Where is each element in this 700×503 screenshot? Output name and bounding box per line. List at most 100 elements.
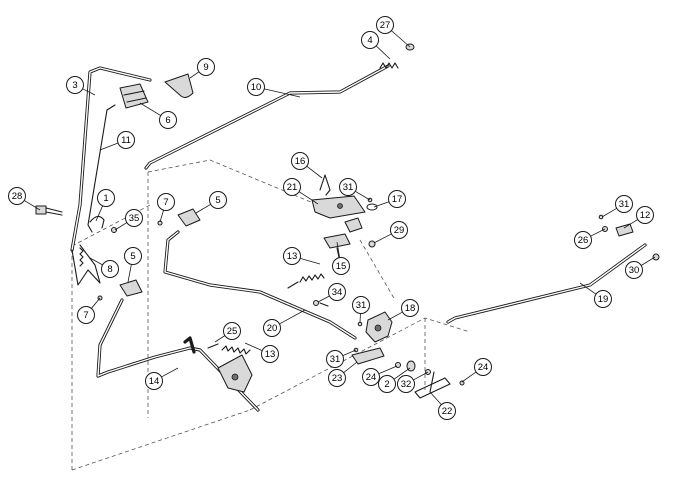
callout-leader: [95, 205, 103, 222]
callout-bubble: [625, 261, 643, 279]
callout-bubble: [332, 257, 350, 275]
callout-c5a: 5: [195, 191, 227, 214]
lever-23: [351, 347, 385, 365]
callout-c10: 10: [247, 78, 301, 98]
callout-c2: 2: [378, 367, 411, 393]
callout-c14: 14: [145, 367, 179, 390]
callout-label: 5: [130, 251, 135, 262]
callout-c21: 21: [283, 178, 319, 205]
callout-leader: [355, 190, 371, 201]
callout-label: 22: [442, 406, 453, 417]
callout-c25: 25: [214, 322, 241, 343]
callout-label: 20: [267, 323, 278, 334]
callout-bubble: [362, 368, 380, 386]
callout-leader: [461, 371, 477, 383]
callout-c17: 17: [373, 190, 406, 208]
callout-bubble: [263, 319, 281, 337]
callout-leader: [342, 349, 357, 357]
wire-11: [87, 104, 116, 233]
callout-bubble: [145, 372, 163, 390]
callout-bubble: [378, 375, 396, 393]
callout-leader: [623, 219, 638, 229]
callout-c24a: 24: [461, 358, 492, 383]
callout-label: 7: [83, 310, 88, 321]
callout-label: 26: [578, 235, 589, 246]
callout-c4: 4: [361, 31, 391, 60]
callout-leader: [601, 207, 617, 218]
callout-bubble: [328, 283, 346, 301]
control-rod-10: [144, 64, 390, 170]
callout-bubble: [66, 76, 84, 94]
callout-label: 31: [356, 300, 367, 311]
callout-leader: [391, 30, 411, 48]
callout-leader: [189, 71, 200, 79]
callout-bubble: [376, 16, 394, 34]
callout-label: 24: [366, 372, 377, 383]
callout-label: 24: [478, 362, 489, 373]
callout-bubble: [594, 290, 612, 308]
callout-leader: [139, 102, 161, 116]
callout-c32: 32: [397, 371, 429, 393]
callout-label: 4: [367, 35, 372, 46]
callout-leader: [264, 88, 301, 98]
knob-9: [164, 73, 194, 98]
callout-leader: [306, 165, 323, 179]
callout-c8: 8: [89, 257, 119, 278]
callout-bubble: [474, 358, 492, 376]
callout-leader: [127, 264, 132, 283]
callout-bubble: [397, 375, 415, 393]
callout-bubble: [124, 247, 142, 265]
bolt-28: [35, 205, 63, 216]
callout-bubble: [390, 221, 408, 239]
spring-clip-16: [319, 174, 331, 196]
callout-bubble: [247, 78, 265, 96]
callout-leader: [99, 142, 119, 151]
callout-c9: 9: [189, 58, 215, 79]
callout-c24b: 24: [362, 365, 398, 386]
callout-leader: [375, 45, 391, 60]
callout-bubble: [388, 190, 406, 208]
callout-bubble: [291, 152, 309, 170]
callout-label: 16: [295, 156, 306, 167]
linkage-rod-20: [163, 230, 357, 340]
nut-30: [652, 253, 660, 261]
callout-c19: 19: [579, 282, 612, 308]
callout-c35: 35: [114, 209, 143, 231]
bracket-6: [119, 83, 149, 109]
callout-label: 28: [12, 191, 23, 202]
callout-label: 9: [203, 62, 208, 73]
callout-label: 34: [332, 287, 343, 298]
callout-leader: [214, 335, 226, 343]
pin-25: [207, 343, 219, 349]
callout-label: 15: [336, 261, 347, 272]
connector-12: [615, 223, 634, 237]
callout-bubble: [8, 187, 26, 205]
callout-bubble: [283, 247, 301, 265]
callout-c5b: 5: [124, 247, 142, 283]
callout-c26: 26: [574, 228, 606, 249]
callout-label: 29: [394, 225, 405, 236]
pin-31-mid: [357, 321, 363, 327]
callout-c3: 3: [66, 76, 96, 96]
callout-bubble: [223, 322, 241, 340]
callout-c15: 15: [332, 241, 350, 275]
callout-leader: [579, 282, 597, 295]
screw-29: [368, 240, 376, 248]
pedal-bracket: [217, 354, 253, 393]
callout-leader: [24, 200, 41, 211]
callout-bubble: [159, 111, 177, 129]
callout-bubble: [157, 193, 175, 211]
callout-c27a: 27: [376, 16, 411, 48]
callout-bubble: [636, 206, 654, 224]
bracket-8: [71, 244, 101, 286]
callout-bubble: [283, 178, 301, 196]
callout-c6: 6: [139, 102, 177, 129]
callout-leader: [114, 222, 128, 231]
washer-17: [366, 203, 378, 211]
clip-5-upper: [177, 208, 201, 227]
spring-13-lower: [221, 345, 251, 355]
callout-leader: [343, 361, 358, 374]
callout-leader: [195, 203, 211, 214]
bushing-34: [313, 300, 329, 307]
